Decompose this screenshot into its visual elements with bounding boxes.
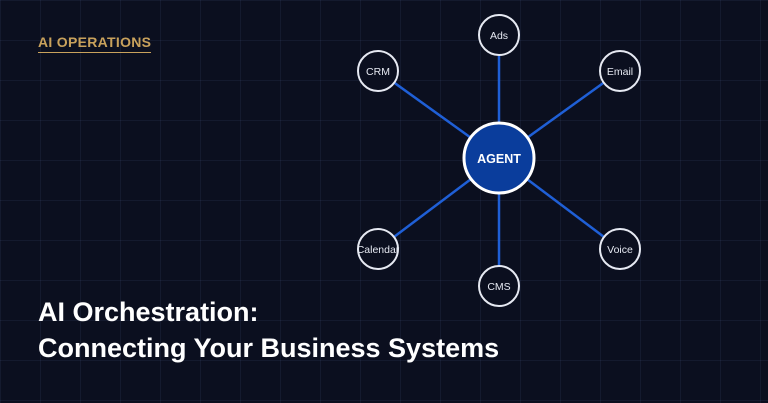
page-title-line-1: AI Orchestration: — [38, 297, 259, 327]
page-title: AI Orchestration: Connecting Your Busine… — [38, 294, 499, 366]
node-email-label: Email — [607, 66, 633, 78]
node-crm-label: CRM — [366, 66, 390, 78]
hub-agent: AGENT — [462, 121, 536, 195]
node-voice-label: Voice — [607, 244, 633, 256]
hub-agent-label: AGENT — [477, 152, 521, 166]
section-eyebrow: AI OPERATIONS — [38, 34, 152, 53]
node-ads-label: Ads — [490, 30, 508, 42]
node-cms-label: CMS — [487, 281, 510, 293]
node-email: Email — [599, 50, 641, 92]
node-voice: Voice — [599, 228, 641, 270]
node-calendar: Calendar — [357, 228, 400, 270]
node-calendar-label: Calendar — [357, 244, 400, 256]
node-crm: CRM — [357, 50, 399, 92]
node-cms: CMS — [478, 265, 520, 307]
page-title-line-2: Connecting Your Business Systems — [38, 333, 500, 363]
node-ads: Ads — [478, 14, 520, 56]
